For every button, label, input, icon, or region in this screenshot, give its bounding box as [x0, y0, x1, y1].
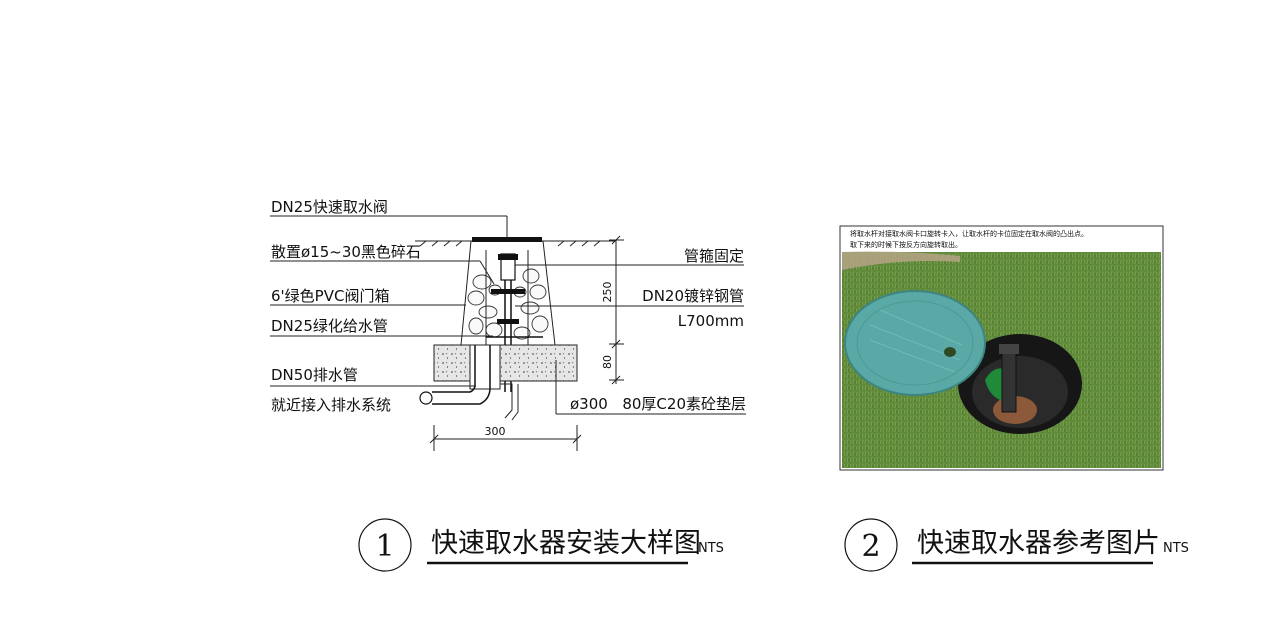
label-valve-box: 6'绿色PVC阀门箱 — [271, 287, 389, 305]
leader-lines-right — [515, 264, 746, 415]
label-pipe-length: L700mm — [678, 312, 744, 330]
reference-photo: 将取水杆对接取水阀卡口旋转卡入，让取水杆的卡位固定在取水阀的凸出点。 取下来的时… — [839, 225, 1164, 471]
detail-number: 2 — [861, 529, 880, 564]
detail-number: 1 — [375, 529, 394, 564]
dimension-lines — [429, 235, 624, 451]
coupler-key-icon — [1001, 349, 1017, 413]
detail-number-circle — [358, 518, 412, 572]
photo-caption-line2: 取下来的时候下按反方向旋转取出。 — [850, 240, 962, 249]
scale-nts: NTS — [698, 541, 724, 556]
label-concrete-pad: 80厚C20素砼垫层 — [622, 395, 746, 413]
drain-pipe — [419, 345, 519, 421]
label-drain-connection: 就近接入排水系统 — [271, 396, 391, 414]
label-gravel: 散置ø15~30黑色碎石 — [271, 243, 421, 261]
label-valve: DN25快速取水阀 — [271, 198, 388, 216]
detail-title: 快速取水器参考图片 — [917, 528, 1160, 559]
installation-detail: DN25快速取水阀 散置ø15~30黑色碎石 6'绿色PVC阀门箱 DN25绿化… — [270, 198, 746, 451]
valve-box-section — [460, 237, 556, 392]
scale-nts: NTS — [1163, 541, 1189, 556]
label-supply-pipe: DN25绿化给水管 — [271, 317, 388, 335]
label-drain-pipe: DN50排水管 — [271, 366, 358, 384]
photo-caption-line1: 将取水杆对接取水阀卡口旋转卡入，让取水杆的卡位固定在取水阀的凸出点。 — [850, 229, 1088, 238]
label-pipe-clamp: 管箍固定 — [684, 247, 744, 265]
leader-lines-left — [270, 215, 508, 387]
dim-height-250: 250 — [601, 282, 614, 303]
dim-height-80: 80 — [601, 355, 614, 369]
label-steel-pipe: DN20镀锌钢管 — [642, 287, 744, 305]
detail-number-circle — [844, 518, 898, 572]
label-diameter: ø300 — [570, 395, 608, 413]
title-block-1: 1 快速取水器安装大样图 NTS — [358, 518, 724, 572]
detail-title: 快速取水器安装大样图 — [431, 528, 701, 559]
title-block-2: 2 快速取水器参考图片 NTS — [844, 518, 1189, 572]
dim-width-300: 300 — [485, 425, 506, 438]
